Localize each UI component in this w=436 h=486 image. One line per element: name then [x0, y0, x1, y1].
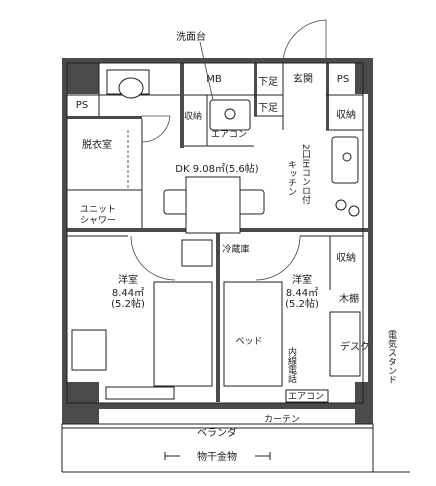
label-unit-shower-1: ユニット: [80, 205, 116, 215]
doors: [127, 19, 327, 281]
label-kitchen: キッチン: [286, 160, 297, 196]
label-denki-stand: 電気スタンド: [386, 330, 397, 384]
label-unit-shower-2: シャワー: [80, 216, 116, 226]
label-veranda: ベランダ: [197, 426, 237, 439]
label-shuno-right2: 収納: [336, 251, 356, 264]
label-mokudana: 木棚: [339, 292, 359, 305]
label-shuno-right: 収納: [336, 108, 356, 121]
label-geta-2: 下足: [258, 102, 278, 114]
label-curtain: カーテン: [264, 414, 300, 425]
label-dk: DK 9.08㎡(5.6帖): [175, 162, 259, 175]
label-aircon-top: エアコン: [211, 130, 247, 140]
label-yoshitsu-right: 洋室: [292, 273, 312, 286]
label-senmendai: 洗面台: [176, 30, 206, 43]
fixtures: [71, 69, 361, 403]
label-conro: 2口IHコンロ付: [300, 144, 311, 205]
label-geta-1: 下足: [258, 76, 278, 88]
balcony: [61, 423, 410, 473]
label-aircon-bottom: エアコン: [288, 392, 324, 402]
label-area-left-1: 8.44㎡: [112, 287, 144, 299]
label-genkan: 玄関: [293, 72, 313, 85]
label-reizoko: 冷蔵庫: [222, 243, 249, 255]
label-ps-left: PS: [76, 100, 88, 111]
label-bed: ベッド: [235, 337, 262, 347]
room-outlines: [66, 62, 364, 404]
label-datsuishitsu: 脱衣室: [82, 138, 112, 151]
label-ps-top: PS: [337, 74, 349, 85]
label-area-right-2: (5.2帖): [285, 297, 319, 310]
label-shuno-small: 収納: [184, 110, 202, 122]
label-area-right-1: 8.44㎡: [286, 287, 318, 299]
label-monohoshi: 物干金物: [197, 450, 237, 463]
label-naisen-denwa: 内線電話: [286, 346, 297, 384]
label-area-left-2: (5.2帖): [111, 297, 145, 310]
label-desk: デスク: [340, 340, 370, 353]
label-mb: MB: [206, 74, 222, 85]
label-yoshitsu-left: 洋室: [118, 273, 138, 286]
